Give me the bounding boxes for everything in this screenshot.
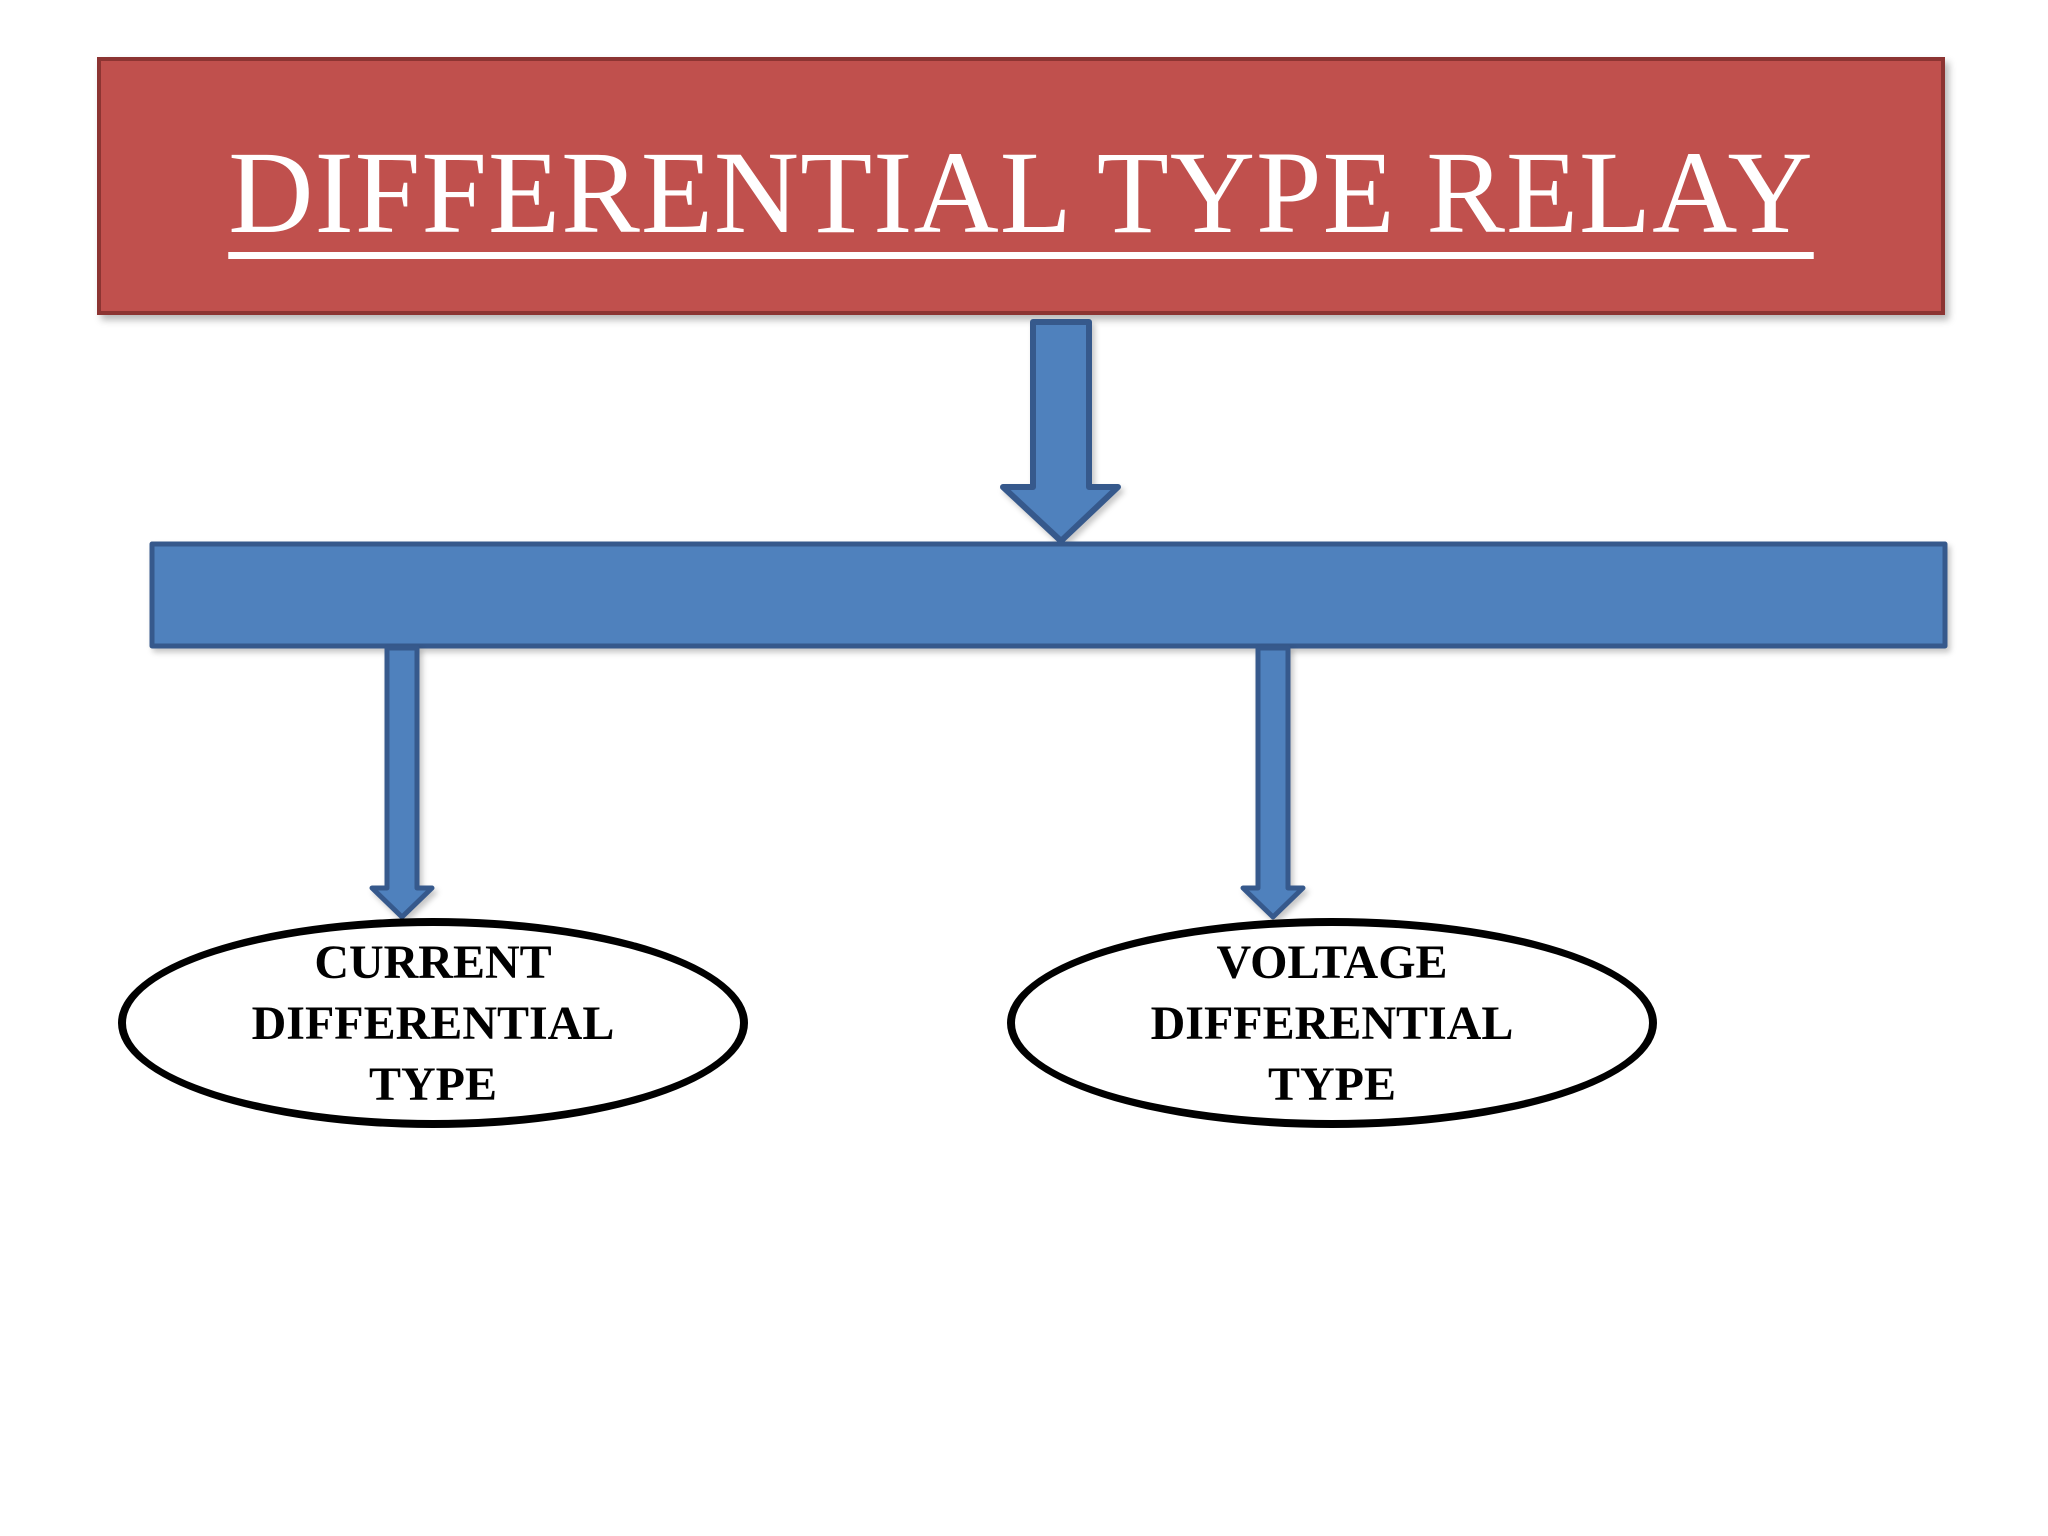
node-line: DIFFERENTIAL <box>1150 996 1514 1050</box>
main-down-arrow-icon <box>1000 319 1121 544</box>
node-line: DIFFERENTIAL <box>251 996 615 1050</box>
node-line: CURRENT <box>314 935 552 989</box>
node-current-differential-type: CURRENT DIFFERENTIAL TYPE <box>118 918 748 1128</box>
node-line: VOLTAGE <box>1216 935 1448 989</box>
node-line: TYPE <box>368 1057 497 1111</box>
diagram-title: DIFFERENTIAL TYPE RELAY <box>228 127 1814 258</box>
node-voltage-differential-type: VOLTAGE DIFFERENTIAL TYPE <box>1007 918 1657 1128</box>
branch-bar <box>149 541 1948 649</box>
right-down-arrow-icon <box>1240 645 1306 920</box>
title-box: DIFFERENTIAL TYPE RELAY <box>97 57 1945 315</box>
node-line: TYPE <box>1267 1057 1396 1111</box>
left-down-arrow-icon <box>369 645 435 920</box>
